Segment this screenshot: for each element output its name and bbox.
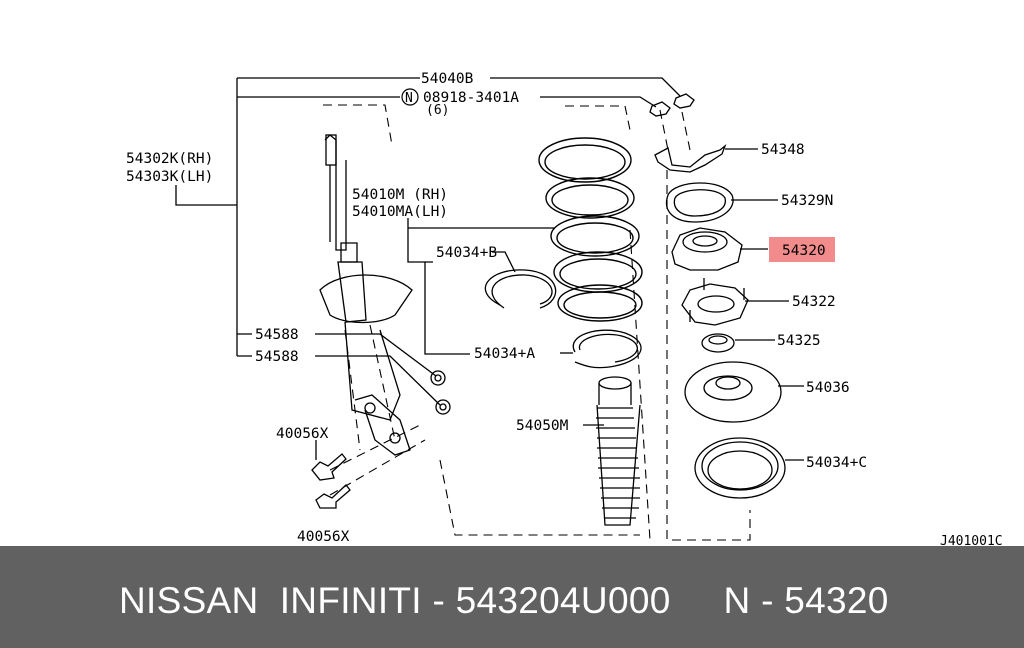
diagram-code: J401001C <box>940 534 1003 546</box>
fasteners <box>311 93 695 509</box>
label-54010MA: 54010MA(LH) <box>352 204 448 220</box>
part-54036 <box>684 361 782 423</box>
label-54588-upper: 54588 <box>255 327 299 343</box>
nut-54040B <box>673 93 695 109</box>
bolt-upper <box>311 453 347 481</box>
part-54329N <box>665 182 734 223</box>
part-54322 <box>681 283 749 326</box>
bolt-lower <box>315 484 351 509</box>
label-54329N: 54329N <box>781 193 833 209</box>
label-54302K: 54302K(RH) <box>126 151 213 167</box>
label-54040B: 54040B <box>421 71 474 87</box>
nut-08918 <box>649 101 671 117</box>
leader-54040B <box>237 77 681 97</box>
n-circle-icon <box>401 88 419 106</box>
ring-54034A <box>572 329 642 369</box>
label-qty-6: (6) <box>426 103 449 118</box>
part-54325 <box>701 333 735 353</box>
part-54348 <box>654 144 727 173</box>
label-54322: 54322 <box>792 294 836 310</box>
label-54010M: 54010M (RH) <box>352 187 448 203</box>
part-54034C <box>694 437 786 499</box>
label-54588-lower: 54588 <box>255 349 299 365</box>
upper-mount-stack <box>654 144 786 499</box>
label-54034C: 54034+C <box>806 455 867 471</box>
label-54034B: 54034+B <box>436 245 497 261</box>
highlight-54320 <box>769 237 835 262</box>
leader-54034B <box>425 251 516 273</box>
label-54325: 54325 <box>777 333 821 349</box>
leader-54588b <box>237 355 441 406</box>
label-n-circle: N <box>405 91 413 106</box>
leader-54010M <box>407 218 470 355</box>
label-54034A: 54034+A <box>474 346 535 362</box>
parts-diagram: 54040B N 08918-3401A (6) 54302K(RH) 5430… <box>126 71 1003 546</box>
part-54320 <box>671 227 743 271</box>
part-number-banner: NISSAN INFINITI - 543204U000 N - 54320 <box>0 546 1024 648</box>
label-54036: 54036 <box>806 380 850 396</box>
label-54303K: 54303K(LH) <box>126 169 213 185</box>
label-08918-3401A: 08918-3401A <box>423 90 519 106</box>
leader-54302K <box>175 185 237 206</box>
label-40056X-lower: 40056X <box>297 529 350 545</box>
label-54348: 54348 <box>761 142 805 158</box>
strut-assembly <box>319 134 413 456</box>
nut-54588b <box>435 399 451 415</box>
leader-08918 <box>237 96 657 108</box>
ring-54034B <box>484 269 557 309</box>
label-54050M: 54050M <box>516 418 569 434</box>
label-54320: 54320 <box>782 243 826 259</box>
banner-text: NISSAN INFINITI - 543204U000 N - 54320 <box>119 580 889 621</box>
label-40056X-upper: 40056X <box>276 426 329 442</box>
leader-54588a <box>237 333 437 377</box>
coil-spring <box>538 137 643 322</box>
nut-54588a <box>430 370 446 386</box>
dust-boot <box>596 376 641 526</box>
